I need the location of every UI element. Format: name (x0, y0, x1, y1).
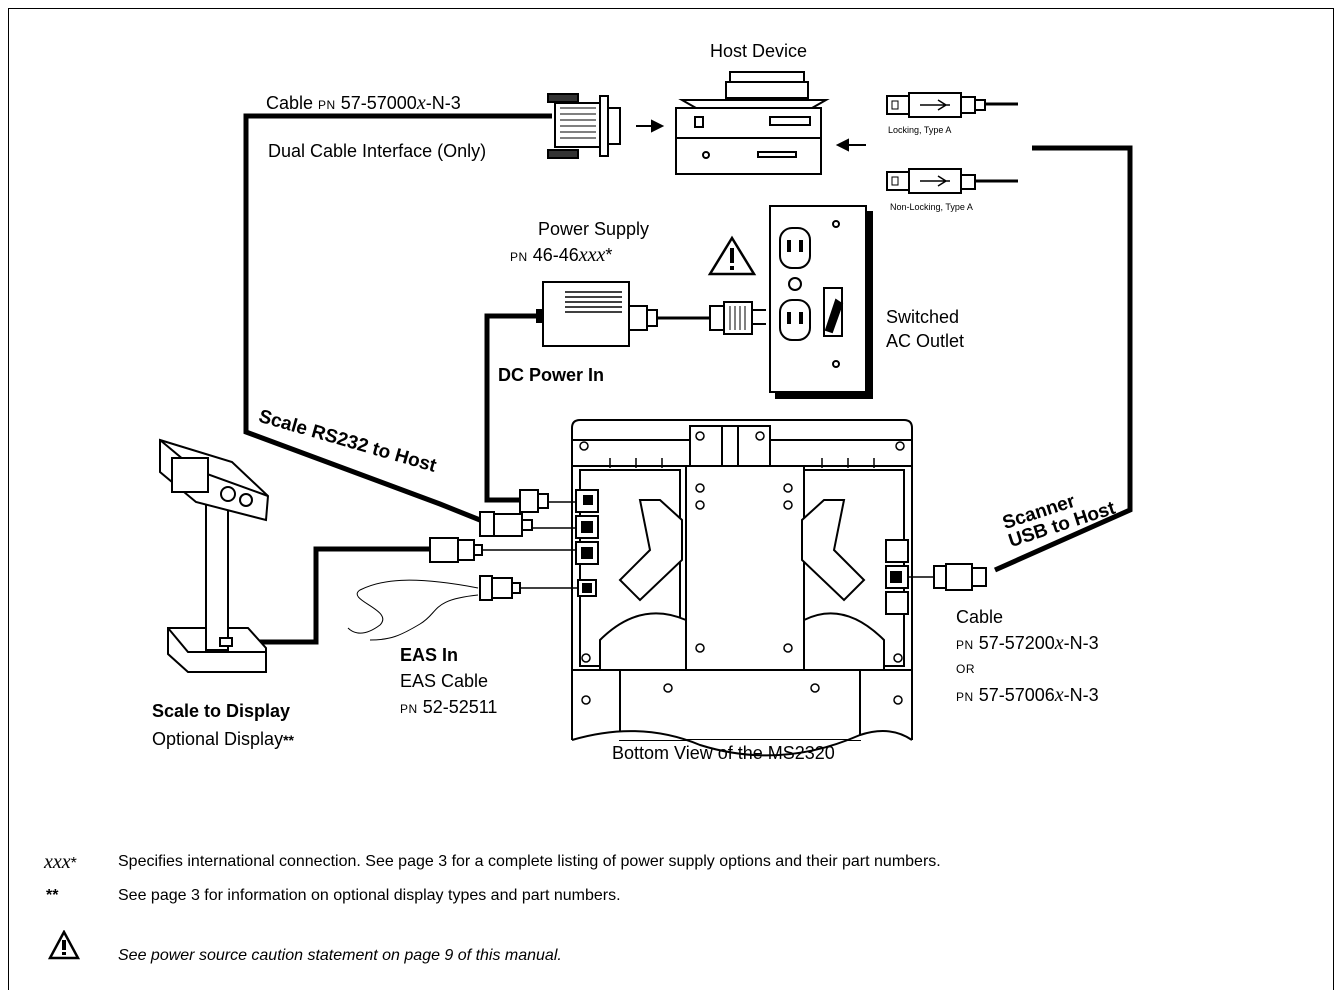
caution-icon (48, 930, 80, 960)
note-caution-text: See power source caution statement on pa… (118, 947, 562, 964)
cable-pn-2-label: PN 57-57006x-N-3 (956, 684, 1099, 706)
usb-rj-plug-icon (933, 563, 987, 591)
host-device-label: Host Device (710, 41, 808, 61)
usb-locking-connector-icon (886, 92, 986, 118)
ms2320-bottom-view (571, 419, 913, 757)
cable-pn-1-label: PN 57-57200x-N-3 (956, 632, 1099, 654)
rs232-cable (243, 113, 552, 523)
note-xxx-mark: xxx* (44, 851, 77, 873)
host-device-icon (675, 71, 830, 175)
dual-cable-label: Dual Cable Interface (Only) (268, 141, 487, 161)
usb-nonlocking-connector-icon (886, 168, 976, 194)
diagram-frame (8, 8, 1334, 990)
dc-power-cable (484, 313, 540, 503)
scale-to-display-label: Scale to Display (152, 701, 291, 721)
note-xxx-text: Specifies international connection. See … (118, 853, 941, 870)
ac-plug-icon (709, 301, 766, 335)
eas-cable-label: EAS Cable (400, 671, 489, 691)
pole-display-icon (159, 438, 270, 673)
display-cable (240, 546, 430, 645)
power-supply-icon (536, 281, 658, 347)
display-rj-plug-icon (429, 537, 483, 563)
db9-connector-icon (547, 93, 621, 159)
warning-triangle-icon (707, 235, 757, 276)
bottom-view-label: Bottom View of the MS2320 (612, 743, 835, 763)
power-supply-label: Power Supply (538, 219, 650, 239)
eas-pn-label: PN 52-52511 (400, 697, 498, 717)
dc-power-in-label: DC Power In (498, 365, 605, 385)
optional-display-label: Optional Display** (152, 729, 294, 749)
dc-plug-icon (519, 489, 549, 513)
switched-label: Switched (886, 307, 960, 327)
eas-cable (347, 579, 479, 641)
usb-nonlocking-label: Non-Locking, Type A (890, 202, 973, 212)
note-display-mark: ** (46, 887, 59, 904)
rs232-rj-plug-icon (479, 511, 533, 537)
usb-cable (993, 145, 1133, 573)
cable-rs232-pn-label: Cable PN 57-57000x-N-3 (266, 92, 461, 114)
cable-label: Cable (956, 607, 1004, 627)
power-supply-pn-label: PN 46-46xxx* (510, 244, 613, 266)
usb-locking-label: Locking, Type A (888, 125, 952, 135)
note-display-text: See page 3 for information on optional d… (118, 887, 621, 904)
ac-outlet-label: AC Outlet (886, 331, 965, 351)
wall-outlet-icon (769, 205, 873, 399)
eas-in-label: EAS In (400, 645, 459, 665)
eas-plug-icon (479, 575, 521, 601)
or-label: OR (956, 662, 975, 676)
